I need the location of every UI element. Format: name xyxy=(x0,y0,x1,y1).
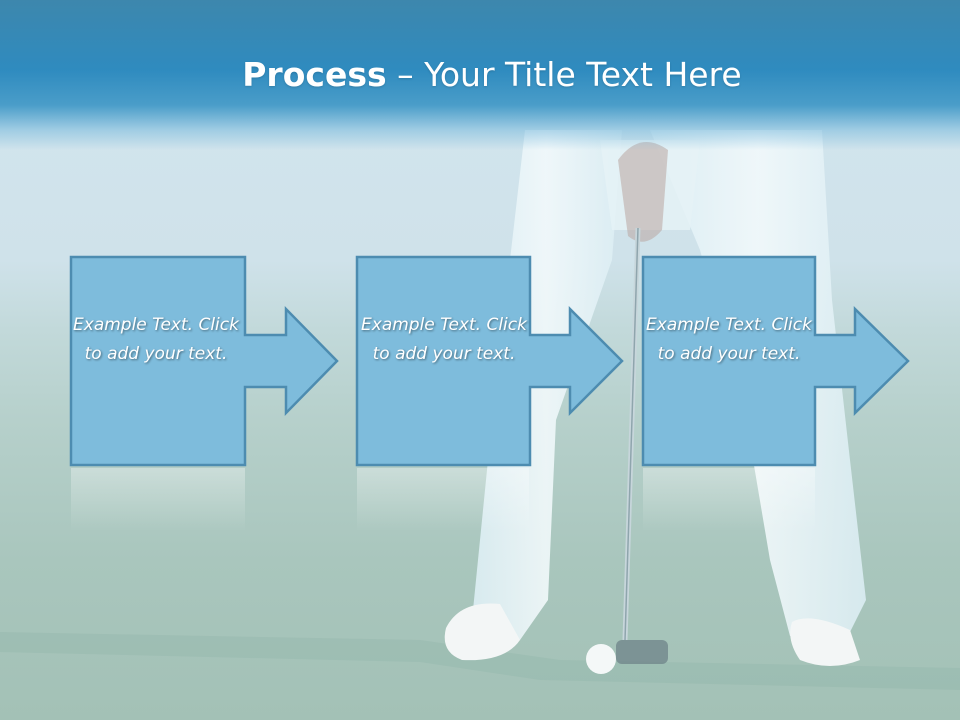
title-rest: – Your Title Text Here xyxy=(386,55,742,94)
process-step-1-shape[interactable] xyxy=(69,255,339,467)
title-band xyxy=(0,0,960,150)
process-step-1-text[interactable]: Example Text. Click to add your text. xyxy=(73,315,239,364)
process-step-2-shape[interactable] xyxy=(355,255,624,467)
title-bold: Process xyxy=(242,55,387,94)
slide-title[interactable]: Process – Your Title Text Here xyxy=(0,52,960,98)
process-step-3-shape[interactable] xyxy=(641,255,910,467)
process-step-3-text[interactable]: Example Text. Click to add your text. xyxy=(646,315,812,364)
process-step-2-text[interactable]: Example Text. Click to add your text. xyxy=(361,315,527,364)
